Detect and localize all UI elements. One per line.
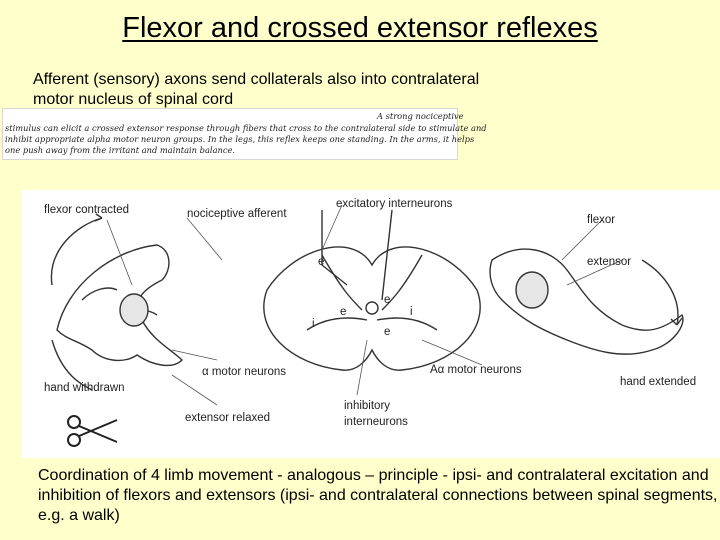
bottom-text: Coordination of 4 limb movement - analog… — [38, 467, 718, 524]
label-hand-withdrawn: hand withdrawn — [44, 382, 125, 394]
reflex-diagram-drawing — [50, 204, 684, 447]
scan-line-2: stimulus can elicit a crossed extensor r… — [5, 123, 487, 133]
spinal-cord-drawing — [263, 209, 481, 371]
scanned-caption: A strong nociceptive stimulus can elicit… — [2, 108, 487, 160]
scissors-icon — [67, 415, 118, 447]
scan-line-1: A strong nociceptive — [377, 111, 464, 121]
label-excitatory-interneurons: excitatory interneurons — [336, 198, 453, 210]
label-flexor: flexor — [587, 214, 616, 226]
scan-line-3: inhibit appropriate alpha motor neuron g… — [5, 134, 475, 144]
label-alpha-motor-neurons-left: α motor neurons — [202, 366, 286, 378]
label-inhibitory: inhibitory — [344, 400, 391, 412]
intro-text: Afferent (sensory) axons send collateral… — [33, 71, 480, 108]
label-alpha-motor-neurons-right: Aα motor neurons — [430, 364, 522, 376]
label-i-2: i — [410, 306, 413, 318]
label-i-1: i — [312, 318, 315, 330]
label-e-3: e — [340, 306, 347, 318]
label-flexor-contracted: flexor contracted — [44, 204, 130, 216]
scan-line-4: one push away from the irritant and main… — [5, 145, 236, 155]
label-nociceptive-afferent: nociceptive afferent — [187, 208, 287, 220]
label-interneurons: interneurons — [344, 416, 408, 428]
slide-title: Flexor and crossed extensor reflexes — [122, 12, 598, 44]
leader-lines — [106, 204, 623, 406]
label-extensor-relaxed: extensor relaxed — [185, 412, 271, 424]
label-hand-extended: hand extended — [620, 376, 697, 388]
right-arm-drawing — [489, 248, 684, 355]
reflex-diagram: flexor contracted nociceptive afferent e… — [22, 190, 720, 458]
label-extensor: extensor — [587, 256, 632, 268]
left-arm-drawing — [50, 213, 183, 391]
label-e-4: e — [384, 326, 391, 338]
label-e-1: e — [318, 256, 325, 268]
label-e-2: e — [384, 294, 391, 306]
